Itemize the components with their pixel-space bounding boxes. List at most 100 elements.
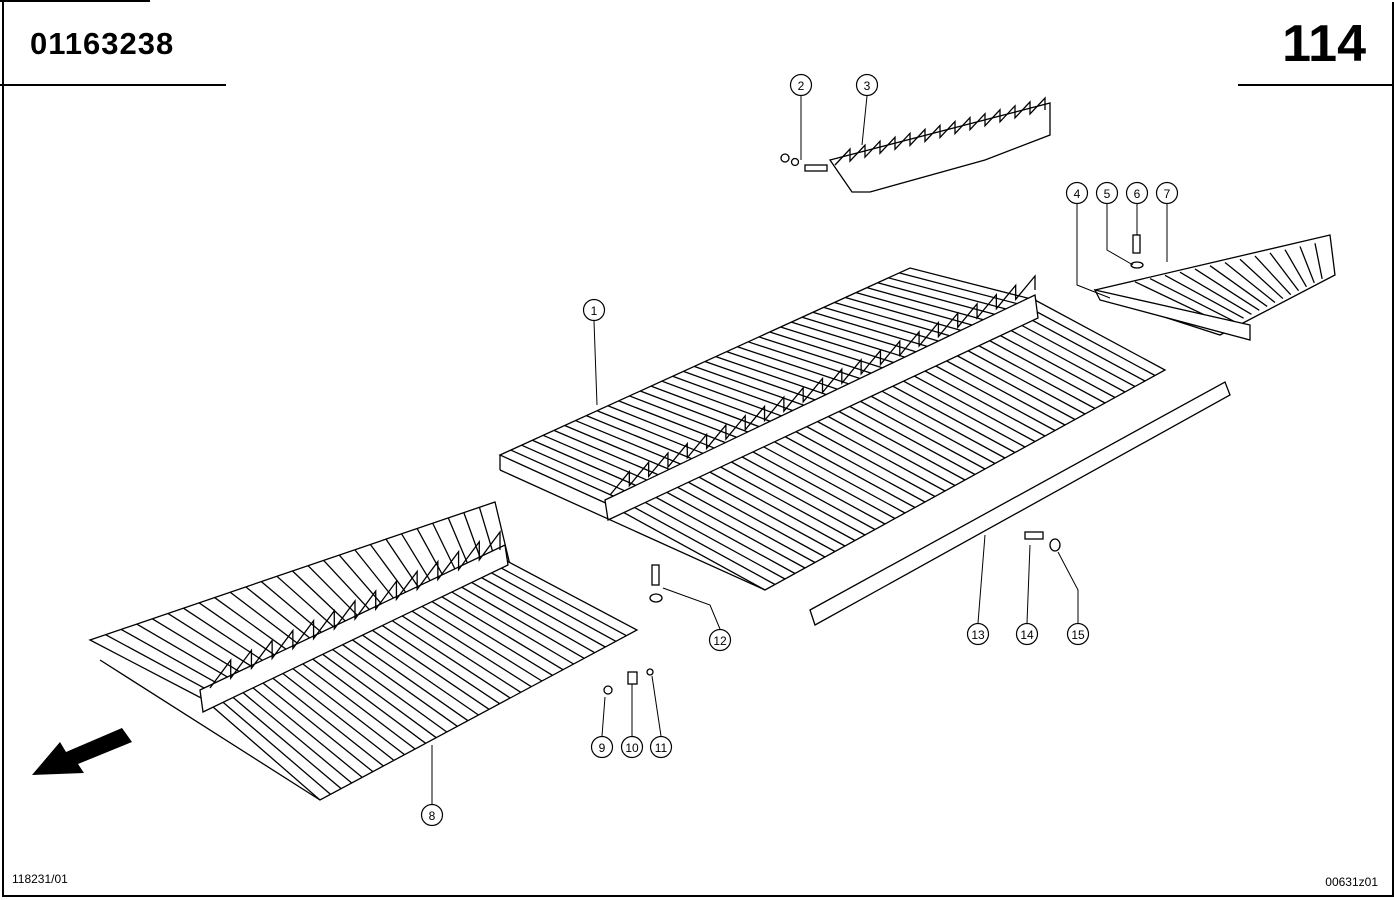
callout-4: 4 (1065, 181, 1111, 299)
washer (790, 157, 800, 167)
rib (183, 607, 276, 670)
divider (0, 84, 226, 86)
rib (650, 385, 767, 431)
rib (434, 592, 564, 671)
rib (907, 360, 1046, 437)
rib (510, 449, 622, 501)
rib (812, 311, 935, 350)
rib (629, 395, 745, 441)
rib (791, 321, 913, 360)
nut (603, 685, 613, 695)
bolt (804, 164, 828, 172)
rib (801, 316, 924, 355)
callout-circle (1095, 181, 1119, 205)
rib (843, 391, 986, 470)
leader-line (1076, 204, 1111, 299)
rib (364, 624, 490, 710)
callout-15: 15 (1057, 551, 1090, 646)
callout-label: 12 (713, 634, 727, 648)
rib (1164, 274, 1244, 319)
rib (834, 301, 957, 339)
saw-teeth (209, 530, 501, 689)
rib (854, 386, 996, 465)
rib (384, 615, 511, 699)
rib (294, 657, 416, 750)
callout-label: 7 (1164, 187, 1171, 201)
callout-circle (590, 735, 614, 759)
washer (1130, 261, 1144, 269)
rib (877, 282, 1002, 317)
leader-line (1057, 551, 1079, 623)
rib (1314, 243, 1323, 280)
rib (274, 666, 395, 761)
divider (0, 0, 150, 2)
rib (120, 628, 229, 691)
center-rail (604, 294, 1039, 521)
rib (981, 325, 1116, 399)
rib (928, 350, 1066, 426)
saw-teeth (834, 96, 1046, 166)
callout-label: 10 (625, 741, 639, 755)
rib (234, 685, 353, 784)
callout-circle (1015, 622, 1039, 646)
comb-plate (828, 102, 1051, 193)
rib (214, 597, 300, 659)
part-number: 01163238 (30, 26, 175, 61)
callout-circle (649, 735, 673, 759)
rib (992, 319, 1126, 393)
arrow-down-left-icon (32, 728, 132, 775)
sieve-ribs (510, 272, 1024, 501)
rib (661, 380, 778, 425)
rib (866, 287, 991, 323)
rib (575, 419, 689, 468)
leader-line (1026, 544, 1031, 624)
rib (832, 396, 976, 476)
callout-label: 8 (429, 809, 436, 823)
divider (1238, 84, 1394, 86)
rib (715, 453, 866, 536)
edge (499, 469, 766, 591)
rake-strip (1093, 289, 1251, 341)
rib (474, 573, 606, 648)
rib (553, 429, 667, 479)
rib (715, 355, 834, 398)
washer (649, 593, 663, 603)
rib (960, 335, 1096, 410)
rib (630, 494, 786, 580)
callout-5: 5 (1095, 181, 1134, 266)
leader-line (593, 320, 598, 406)
rib (620, 499, 776, 586)
bolt (651, 564, 660, 586)
saw-teeth (609, 274, 1036, 496)
rib (224, 690, 342, 790)
callout-2: 2 (789, 73, 813, 160)
rib (167, 612, 265, 675)
rib (737, 442, 886, 525)
rib (542, 434, 655, 485)
callout-13: 13 (966, 534, 990, 646)
rib (404, 606, 532, 688)
leader-line (601, 696, 606, 737)
rib (618, 400, 734, 447)
rib (875, 376, 1016, 454)
side-strip (809, 381, 1231, 626)
callout-11: 11 (649, 675, 673, 759)
callout-3: 3 (855, 73, 879, 146)
callout-14: 14 (1015, 544, 1039, 646)
nut (780, 153, 790, 163)
washer (1049, 538, 1061, 552)
rib (864, 381, 1006, 459)
callout-label: 1 (591, 304, 598, 318)
rib (314, 648, 437, 739)
leader-line (861, 95, 868, 146)
page-number: 114 (1282, 15, 1366, 73)
rib (683, 370, 801, 414)
rib (1284, 249, 1307, 288)
rib (532, 439, 644, 490)
callout-circle (620, 735, 644, 759)
rib (284, 662, 405, 756)
callout-label: 3 (864, 79, 871, 93)
rib (136, 623, 241, 685)
rib (214, 694, 331, 795)
